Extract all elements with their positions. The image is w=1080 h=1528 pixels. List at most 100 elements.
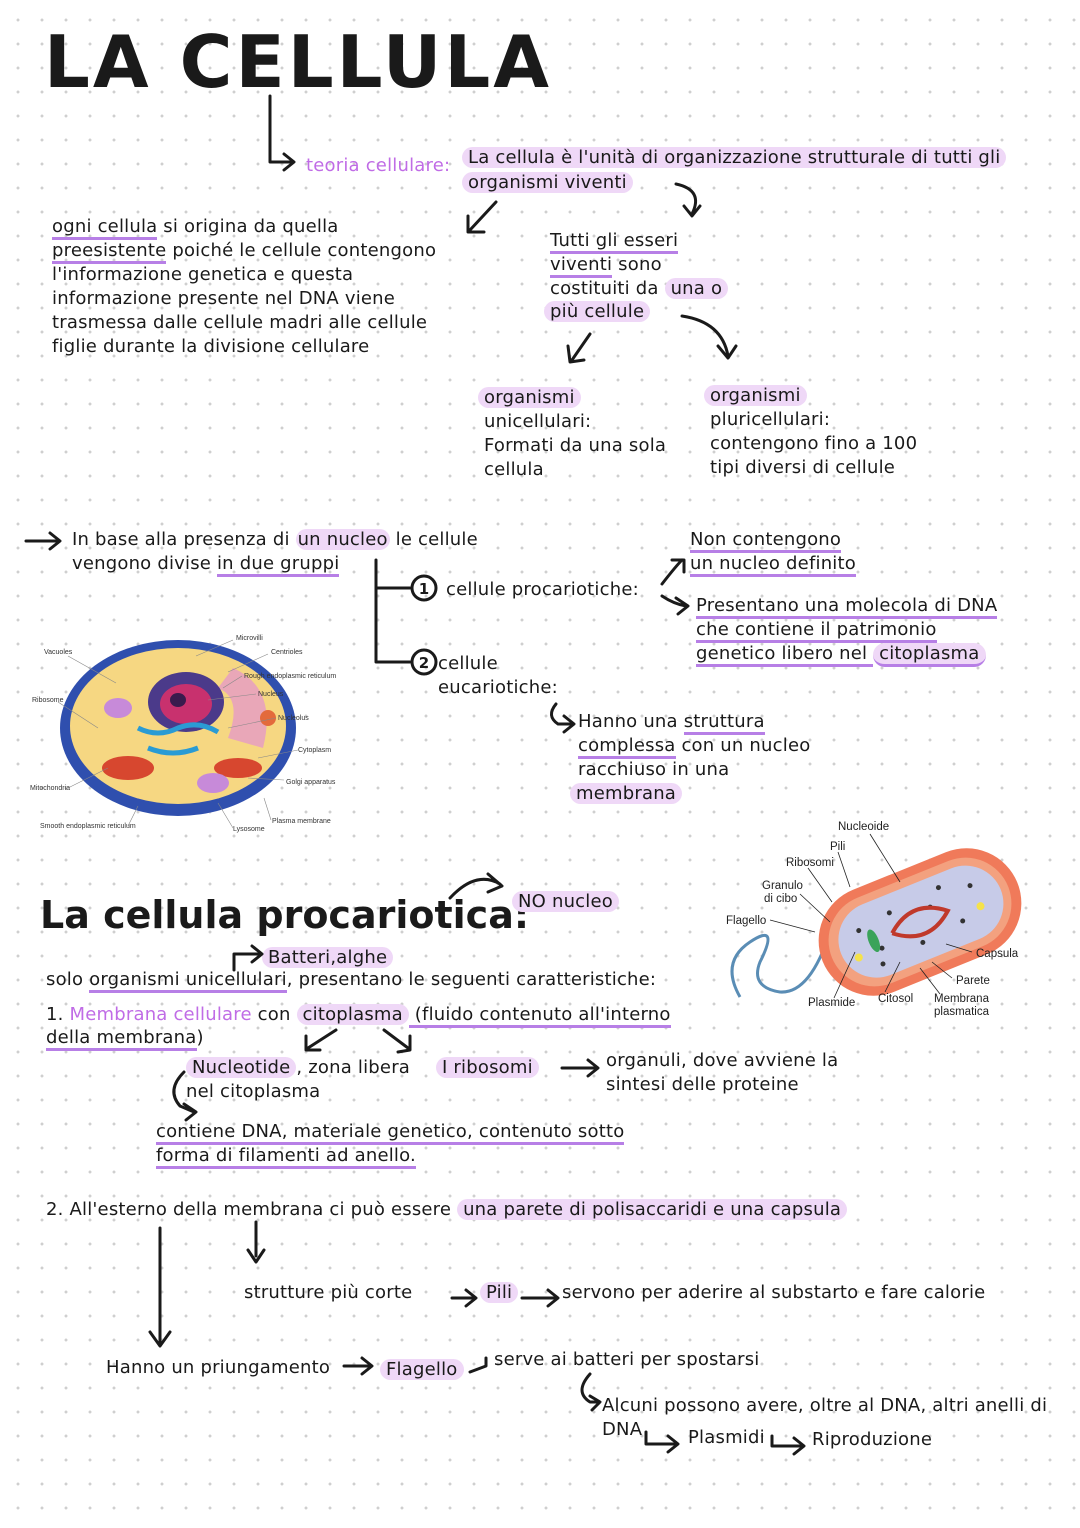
nucleo-line1: In base alla presenza di un nucleo le ce… bbox=[72, 529, 478, 550]
prok-label-ribosomi: Ribosomi bbox=[786, 857, 834, 869]
arrow-strutture-to-pili bbox=[450, 1288, 478, 1308]
punto1-line1: 1. Membrana cellulare con citoplasma (fl… bbox=[46, 1003, 671, 1028]
non-contengono-line2: un nucleo definito bbox=[690, 552, 856, 577]
serve-label: serve ai batteri per spostarsi bbox=[494, 1349, 760, 1370]
presentano-line3: genetico libero nel citoplasma bbox=[696, 642, 986, 667]
arrow-plasmidi-to-riproduzione bbox=[770, 1434, 806, 1456]
prok-label-granulo: Granulo bbox=[762, 880, 803, 892]
dna-label: DNA bbox=[602, 1419, 643, 1440]
pluricell-line4: tipi diversi di cellule bbox=[710, 457, 896, 478]
teoria-label: teoria cellulare: bbox=[306, 155, 451, 176]
arrow-pili-to-servono bbox=[520, 1288, 560, 1308]
unicell-line3: Formati da una sola bbox=[484, 435, 667, 456]
arrow-euc-to-hanno bbox=[550, 702, 576, 734]
prok-label-citosol: Citosol bbox=[878, 993, 913, 1005]
arrow-citoplasma-to-nucleotide bbox=[304, 1028, 338, 1052]
arrow-title-to-teoria bbox=[268, 94, 296, 172]
prok-label-capsula: Capsula bbox=[976, 948, 1019, 960]
hanno-line2: complessa con un nucleo bbox=[578, 734, 810, 759]
tutti-line2: viventi sono bbox=[550, 253, 662, 278]
bracket-gruppi bbox=[374, 558, 412, 664]
arrow-nucleo-intro bbox=[24, 531, 62, 551]
hanno-line3: racchiuso in una bbox=[578, 759, 730, 780]
origine-line4: informazione presente nel DNA viene bbox=[52, 288, 396, 309]
arrow-proc-down bbox=[660, 594, 690, 616]
prok-label-membrana: Membrana bbox=[934, 993, 990, 1005]
pluricell-line1: organismi bbox=[704, 384, 807, 408]
euk-label-microvilli: Microvilli bbox=[236, 635, 263, 642]
non-contengono-line1: Non contengono bbox=[690, 528, 842, 553]
alcuni-label: Alcuni possono avere, oltre al DNA, altr… bbox=[602, 1395, 1048, 1416]
arrow-tutti-to-pluricell bbox=[680, 314, 738, 360]
euk-label-lysosome: Lysosome bbox=[233, 826, 265, 833]
euk-label-centrioles: Centrioles bbox=[271, 649, 303, 656]
prok-label-parete: Parete bbox=[956, 975, 990, 987]
eucariotiche-label2: eucariotiche: bbox=[438, 677, 558, 698]
euk-label-nucleus: Nucleus bbox=[258, 691, 284, 698]
arrow-citoplasma-to-ribosomi bbox=[382, 1028, 412, 1054]
euk-label-vacuoles: Vacuoles bbox=[44, 649, 73, 656]
pluricell-line2: pluricellulari: bbox=[710, 409, 831, 430]
euk-label-smooth-er: Smooth endoplasmic reticulum bbox=[40, 823, 136, 830]
section-title-procariotica: La cellula procariotica: bbox=[40, 893, 530, 937]
arrow-punto2-down-right bbox=[246, 1220, 266, 1264]
nucleotide-line2: nel citoplasma bbox=[186, 1081, 321, 1102]
arrow-ribosomi-to-organuli bbox=[560, 1058, 600, 1078]
unicell-line1: organismi bbox=[478, 386, 581, 410]
tutti-line3: costituiti da una o bbox=[550, 277, 729, 301]
arrow-proc-up bbox=[660, 558, 686, 586]
presentano-line2: che contiene il patrimonio bbox=[696, 618, 937, 643]
arrow-dna-to-plasmidi bbox=[644, 1430, 680, 1454]
prolungamento-label: Hanno un priungamento bbox=[106, 1357, 331, 1378]
procariotica-intro: solo organismi unicellulari, presentano … bbox=[46, 968, 656, 993]
contiene-line1: contiene DNA, materiale genetico, conten… bbox=[156, 1120, 625, 1145]
servono-label: servono per aderire al substarto e fare … bbox=[562, 1282, 986, 1303]
nucleotide-line1: Nucleotide, zona libera bbox=[186, 1056, 410, 1080]
pluricell-line3: contengono fino a 100 bbox=[710, 433, 918, 454]
arrow-teoria-to-origine bbox=[466, 200, 498, 234]
arrow-title2-to-nonucleo bbox=[448, 872, 504, 900]
hanno-line1: Hanno una struttura bbox=[578, 710, 765, 735]
euk-label-plasma-membrane: Plasma membrane bbox=[272, 818, 331, 825]
arrow-tutti-to-unicell bbox=[566, 332, 592, 364]
arrow-teoria-to-tutti bbox=[674, 182, 702, 218]
page-title: LA CELLULA bbox=[44, 20, 552, 104]
teoria-line1: La cellula è l'unità di organizzazione s… bbox=[462, 146, 1007, 170]
prok-label-pili: Pili bbox=[830, 841, 845, 853]
teoria-line2: organismi viventi bbox=[462, 171, 633, 195]
arrow-flagello-to-serve bbox=[468, 1356, 488, 1374]
euk-label-rough-er: Rough endoplasmic reticulum bbox=[244, 673, 336, 680]
tutti-line1: Tutti gli esseri bbox=[550, 229, 679, 254]
prokaryotic-cell-figure: Nucleoide Pili Ribosomi Granulo di cibo … bbox=[726, 821, 1022, 1018]
euk-label-ribosome: Ribosome bbox=[32, 697, 64, 704]
arrow-punto2-down-left bbox=[148, 1226, 172, 1348]
strutture-label: strutture più corte bbox=[244, 1282, 413, 1303]
organuli-line2: sintesi delle proteine bbox=[606, 1074, 799, 1095]
arrow-to-batteri bbox=[232, 944, 264, 972]
svg-text:2: 2 bbox=[419, 654, 429, 672]
origine-line6: figlie durante la divisione cellulare bbox=[52, 336, 370, 357]
punto2-line: 2. All'esterno della membrana ci può ess… bbox=[46, 1198, 848, 1222]
unicell-line4: cellula bbox=[484, 459, 544, 480]
number-circle-1-icon: 1 bbox=[410, 574, 438, 602]
origine-line5: trasmessa dalle cellule madri alle cellu… bbox=[52, 312, 428, 333]
prok-label-plasmatica: plasmatica bbox=[934, 1006, 990, 1018]
arrow-serve-to-alcuni bbox=[580, 1372, 602, 1412]
punto1-line2: della membrana) bbox=[46, 1026, 204, 1051]
no-nucleo-label: NO nucleo bbox=[512, 890, 619, 914]
prok-label-plasmide: Plasmide bbox=[808, 997, 855, 1009]
eukaryotic-cell-figure: Vacuoles Microvilli Centrioles Rough end… bbox=[30, 635, 336, 833]
euk-label-golgi: Golgi apparatus bbox=[286, 779, 336, 786]
origine-line3: l'informazione genetica e questa bbox=[52, 264, 354, 285]
origine-line2: preesistente poiché le cellule contengon… bbox=[52, 239, 436, 264]
unicell-line2: unicellulari: bbox=[484, 411, 592, 432]
ribosomi-label: I ribosomi bbox=[436, 1056, 539, 1080]
procariotiche-label: cellule procariotiche: bbox=[446, 579, 639, 600]
batteri-label: Batteri,alghe bbox=[262, 946, 394, 970]
euk-label-nucleolus: Nucleolus bbox=[278, 715, 309, 722]
prok-label-flagello: Flagello bbox=[726, 915, 766, 927]
plasmidi-label: Plasmidi bbox=[688, 1427, 765, 1448]
eucariotiche-label1: cellule bbox=[438, 653, 498, 674]
euk-label-mitochondria: Mitochondria bbox=[30, 785, 70, 792]
